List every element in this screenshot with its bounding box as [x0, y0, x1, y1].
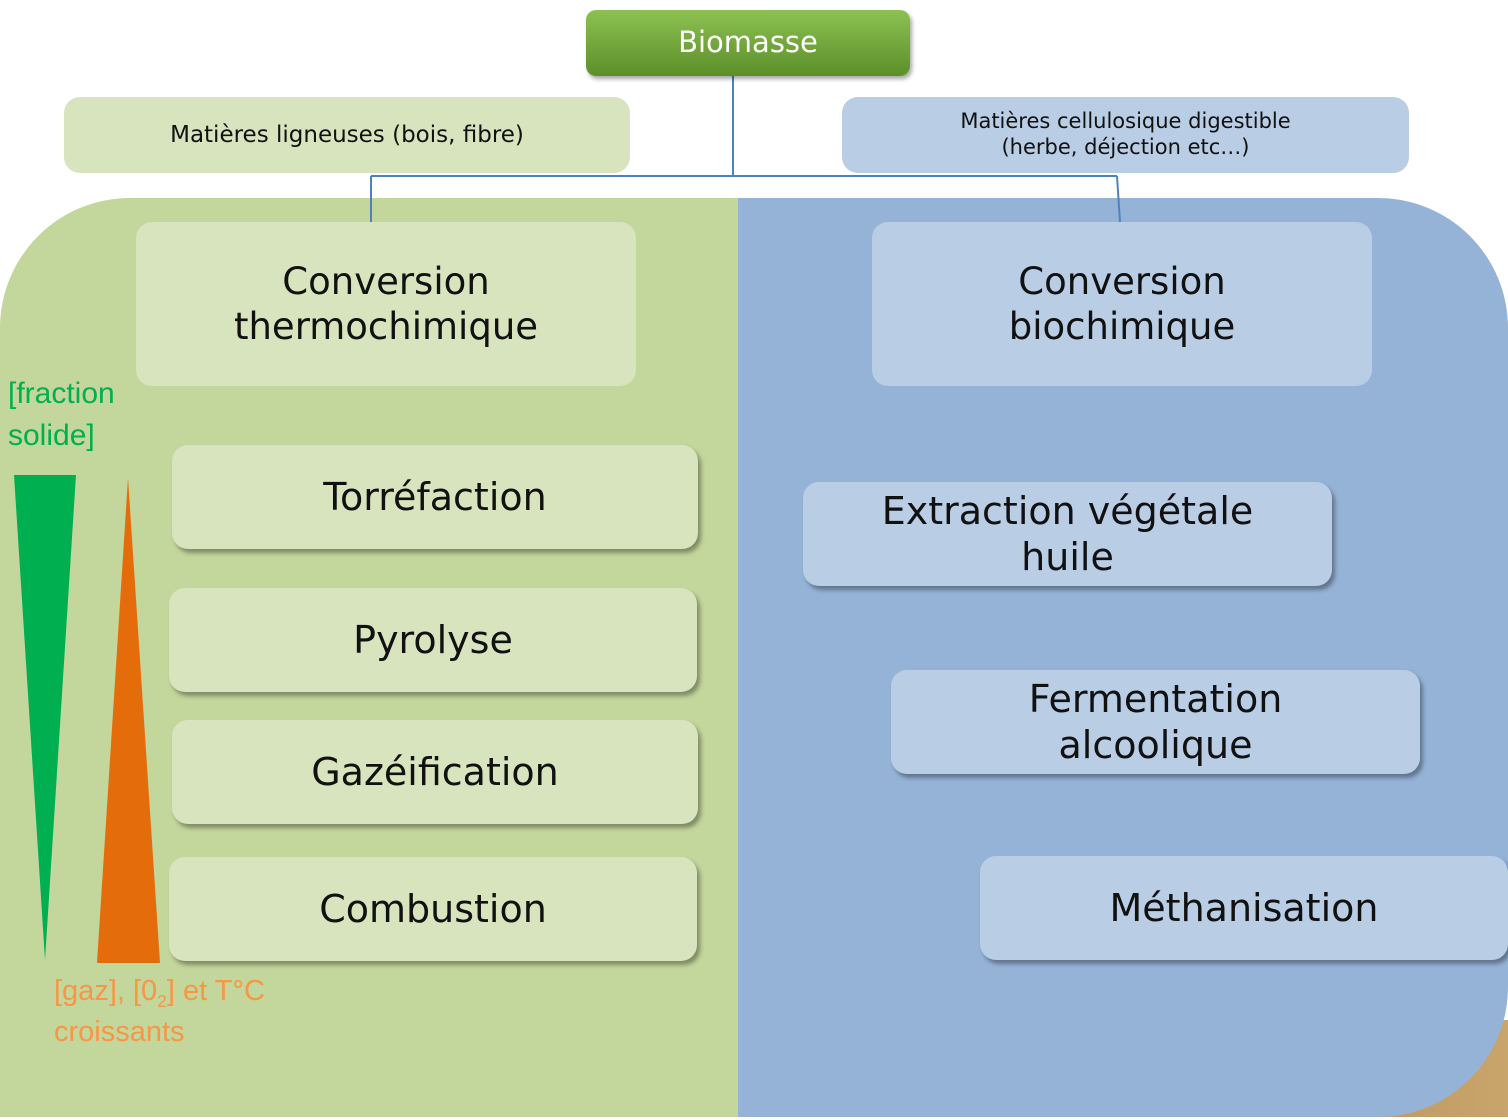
- pyrolysis-box: Pyrolyse: [169, 588, 697, 692]
- biochemical-label-line1: Conversion: [1018, 259, 1226, 303]
- gas-temperature-label: [gaz], [02] et T°C croissants: [54, 972, 265, 1052]
- gas-temperature-wedge: [97, 478, 160, 963]
- pyrolysis-label: Pyrolyse: [353, 617, 513, 662]
- fermentation-label-line1: Fermentation: [1028, 676, 1283, 721]
- digestible-cellulose-label-line2: (herbe, déjection etc…): [1001, 135, 1250, 159]
- alcoholic-fermentation-box: Fermentation alcoolique: [891, 670, 1420, 774]
- digestible-cellulose-label-line1: Matières cellulosique digestible: [960, 109, 1291, 134]
- thermochemical-conversion-box: Conversion thermochimique: [136, 222, 636, 386]
- biomass-title: Biomasse: [586, 10, 910, 76]
- gas-label-part1: [gaz], [0: [54, 975, 158, 1007]
- gasification-label: Gazéification: [311, 749, 559, 794]
- methanisation-box: Méthanisation: [980, 856, 1508, 960]
- fermentation-label-line2: alcoolique: [1058, 723, 1253, 767]
- gas-label-part2: ] et T°C: [166, 975, 265, 1007]
- extraction-label-line2: huile: [1021, 535, 1114, 579]
- solid-fraction-wedge: [14, 475, 76, 960]
- gas-label-subscript: 2: [157, 990, 167, 1011]
- solid-fraction-label-line1: [fraction: [8, 377, 115, 410]
- gasification-box: Gazéification: [172, 720, 698, 824]
- combustion-box: Combustion: [169, 857, 697, 961]
- woody-materials-label: Matières ligneuses (bois, fibre): [170, 121, 524, 148]
- gas-temperature-label-line2: croissants: [54, 1016, 185, 1049]
- gas-temperature-label-line1: [gaz], [02] et T°C: [54, 972, 265, 1013]
- thermochemical-label-line2: thermochimique: [233, 305, 539, 348]
- combustion-label: Combustion: [319, 886, 547, 931]
- thermochemical-label-line1: Conversion: [282, 259, 490, 303]
- biochemical-conversion-box: Conversion biochimique: [872, 222, 1372, 386]
- woody-materials-box: Matières ligneuses (bois, fibre): [64, 97, 630, 173]
- methanisation-label: Méthanisation: [1109, 885, 1379, 930]
- extraction-label-line1: Extraction végétale: [881, 488, 1254, 533]
- torrefaction-box: Torréfaction: [172, 445, 698, 549]
- plant-oil-extraction-box: Extraction végétale huile: [803, 482, 1332, 586]
- digestible-cellulose-box: Matières cellulosique digestible (herbe,…: [842, 97, 1409, 173]
- solid-fraction-label-line2: solide]: [8, 419, 95, 452]
- torrefaction-label: Torréfaction: [323, 474, 547, 519]
- biomass-title-text: Biomasse: [678, 25, 818, 60]
- biochemical-label-line2: biochimique: [1008, 305, 1236, 348]
- solid-fraction-label: [fraction solide]: [8, 373, 115, 457]
